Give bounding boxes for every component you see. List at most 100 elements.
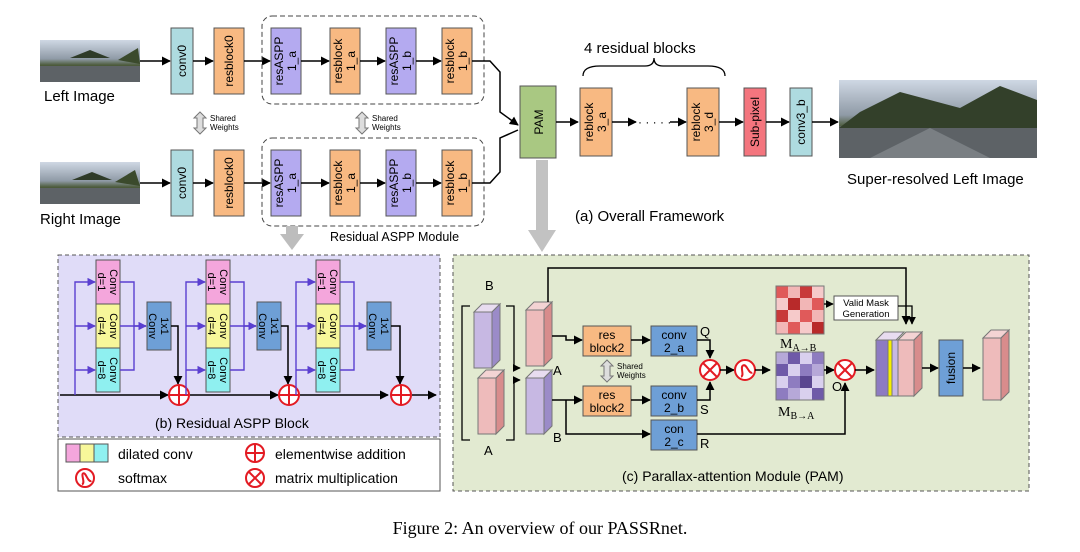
right-image [40,162,140,204]
svg-text:resblock1_b: resblock1_b [443,160,470,206]
res-aspp-1a-bottom-l2: 1_a [285,173,299,193]
ellipsis: · · · · · [638,115,671,129]
conv2b-l2: 2_b [664,401,684,415]
svg-text:Convd=8: Convd=8 [95,357,119,383]
res-aspp-1a-top-l2: 1_a [285,51,299,71]
matmul-icon-2 [834,359,856,381]
pam-feature-a-label: A [553,363,562,378]
reblock-3a-l2: 3_a [595,112,609,132]
conv2b-l1: conv [661,388,686,402]
pam-input-b-tensor [473,311,493,369]
pam-zoom-arrow [528,160,556,252]
fusion-block [938,339,964,397]
res-aspp-1b-top-l1: resASPP [387,37,401,86]
res-aspp-1b-bottom-l2: 1_b [400,173,414,193]
resblock-1b-bottom-l1: resblock [443,160,457,206]
pam-feature-b-label: B [553,430,562,445]
aspp-unit-3: Convd=1 Convd=4 Convd=8 1x1Conv [295,259,412,406]
resblock0-bottom-label: resblock0 [222,157,236,209]
pam-feature-a-tensor [525,309,545,367]
residual-aspp-module-bottom [261,137,485,227]
reblock-3a-l1: reblock [582,102,596,142]
svg-text:Convd=1: Convd=1 [315,269,339,295]
res-block2-top [582,325,632,357]
residual-aspp-module-label: Residual ASPP Module [330,230,459,244]
aspp-zoom-arrow [280,226,304,250]
resblock-1b-top-l1: resblock [443,38,457,84]
resblock-1a-top [329,27,361,95]
conv3b-label: conv3_b [794,99,808,145]
m-ba-matrix [775,351,825,401]
res-aspp-1b-top-l2: 1_b [400,51,414,71]
resblock-1a-bottom [329,149,361,217]
res-aspp-1b-top [385,27,417,95]
resblock-1b-top-l2: 1_b [456,51,470,71]
svg-text:1x1Conv: 1x1Conv [366,313,390,339]
conv2c-block [650,419,698,451]
pam-input-a-tensor [477,377,497,435]
svg-text:Convd=4: Convd=4 [315,313,339,339]
svg-text:reblock3_a: reblock3_a [582,102,609,142]
resblock0-top [213,27,245,95]
svg-text:Convd=8: Convd=8 [315,357,339,383]
figure-caption: Figure 2: An overview of our PASSRnet. [393,518,688,538]
valid-mask-generation-box [833,295,899,321]
left-image [40,40,140,82]
resblock-1a-bottom-l1: resblock [331,160,345,206]
pam-input-a-label: A [484,443,493,458]
right-image-label: Right Image [40,211,121,228]
left-image-label: Left Image [44,88,115,105]
pam-label: PAM [532,109,546,134]
softmax-icon [75,468,95,488]
residual-blocks-brace [582,57,726,77]
res-block2-bottom [582,385,632,417]
aspp-block-caption: (b) Residual ASPP Block [155,415,310,431]
softmax-op-icon [734,359,756,381]
res-aspp-1a-top [270,27,302,95]
resblock-1b-bottom-l2: 1_b [456,173,470,193]
res-aspp-1b-bottom [385,149,417,217]
reblock-3d [686,87,720,157]
pam-output-tensor [982,337,1002,401]
legend-matrix-multiplication: matrix multiplication [275,470,398,486]
resblock-1b-bottom [441,149,473,217]
reblock-3a [579,87,613,157]
svg-text:resblock1_a: resblock1_a [331,38,358,84]
svg-text:Convd=1: Convd=1 [95,269,119,295]
svg-text:reblock3_d: reblock3_d [689,102,716,142]
legend-elementwise-addition: elementwise addition [275,446,406,462]
valid-mask-l1: Valid Mask [843,298,889,309]
svg-text:Convd=4: Convd=4 [205,313,229,339]
resblock-1a-top-l1: resblock [331,38,345,84]
svg-text:1x1Conv: 1x1Conv [146,313,170,339]
pam-feature-b-tensor [525,377,545,435]
svg-text:Convd=1: Convd=1 [205,269,229,295]
reblock-3d-l1: reblock [689,102,703,142]
subpixel-label: Sub-pixel [748,97,762,147]
conv0-top-label: conv0 [175,45,189,77]
resblock-1a-top-l2: 1_a [344,51,358,71]
conv2a-l2: 2_a [664,341,684,355]
legend-swatch-yellow [79,443,95,463]
svg-text:resblock1_b: resblock1_b [443,38,470,84]
matmul-icon-1 [699,359,721,381]
svg-text:resASPP1_a: resASPP1_a [272,159,299,208]
valid-mask-l2: Generation [842,309,889,320]
elementwise-add-icon [245,443,265,463]
m-ab-matrix [775,285,825,335]
res-block2-top-l2: block2 [590,341,625,355]
q-label: Q [700,324,710,339]
res-block2-bottom-l1: res [599,388,616,402]
aspp-unit-1: Convd=1 Convd=4 Convd=8 1x1Conv [74,259,190,406]
resblock-1b-top [441,27,473,95]
resblock-1a-bottom-l2: 1_a [344,173,358,193]
legend-dilated-conv: dilated conv [118,446,193,462]
